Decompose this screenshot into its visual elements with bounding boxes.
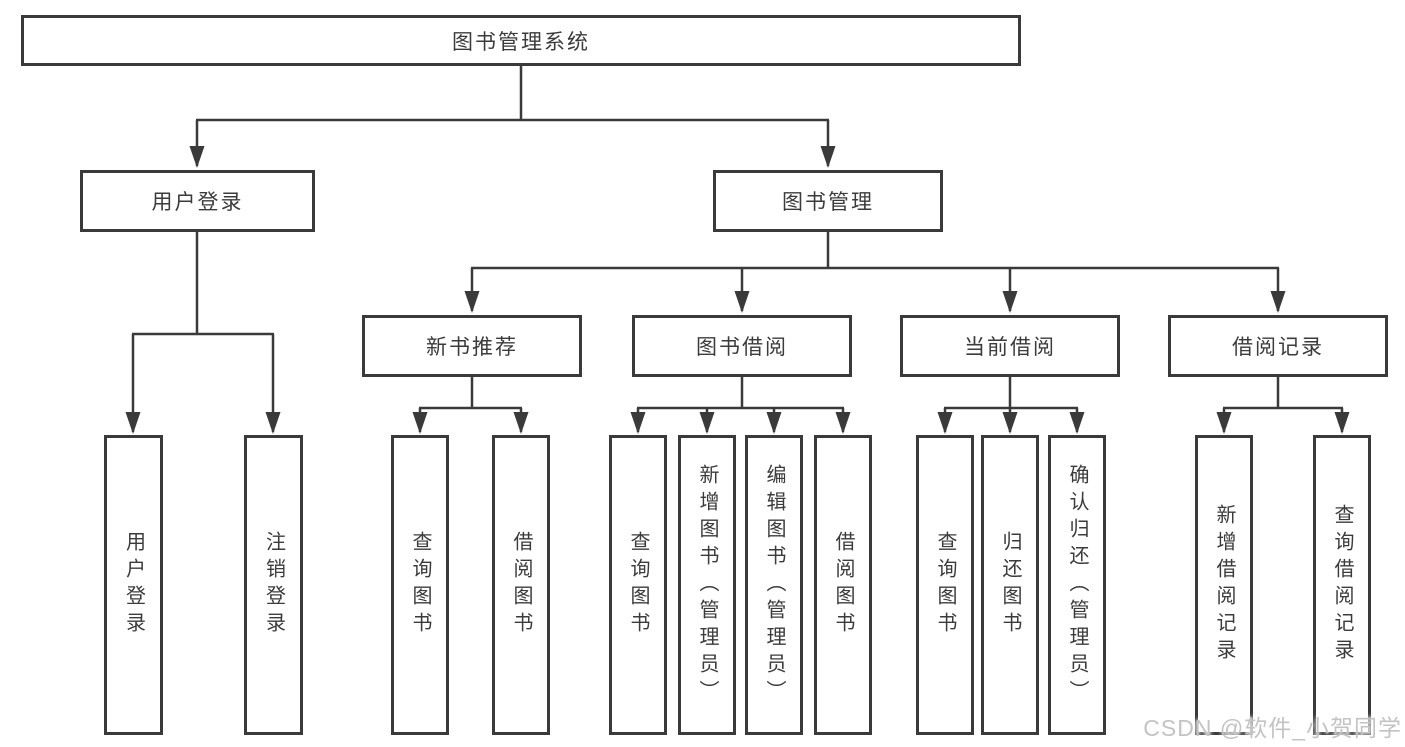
node-leaf-query-books-borrowing: 查询图书 xyxy=(609,435,667,735)
node-leaf-edit-book-admin: 编辑图书（管理员） xyxy=(745,435,803,735)
node-leaf-query-borrow-record: 查询借阅记录 xyxy=(1313,435,1371,735)
node-leaf-add-borrow-record: 新增借阅记录 xyxy=(1195,435,1253,735)
node-module-current-borrowing: 当前借阅 xyxy=(900,315,1120,377)
node-module-borrowing-records: 借阅记录 xyxy=(1168,315,1388,377)
node-leaf-confirm-return-admin: 确认归还（管理员） xyxy=(1048,435,1106,735)
node-leaf-user-login: 用户登录 xyxy=(104,435,163,735)
node-module-book-borrowing: 图书借阅 xyxy=(632,315,852,377)
node-leaf-return-books: 归还图书 xyxy=(981,435,1039,735)
node-leaf-borrow-books-borrowing: 借阅图书 xyxy=(814,435,872,735)
node-leaf-borrow-books-recommend: 借阅图书 xyxy=(492,435,550,735)
node-branch-book-management: 图书管理 xyxy=(713,170,943,232)
node-leaf-logout: 注销登录 xyxy=(244,435,303,735)
node-root-system: 图书管理系统 xyxy=(21,15,1021,66)
node-leaf-add-book-admin: 新增图书（管理员） xyxy=(678,435,736,735)
node-leaf-query-books-recommend: 查询图书 xyxy=(391,435,449,735)
node-module-new-book-recommend: 新书推荐 xyxy=(362,315,582,377)
csdn-watermark: CSDN @软件_小贺同学 xyxy=(1143,715,1402,741)
node-leaf-query-books-current: 查询图书 xyxy=(916,435,974,735)
node-branch-user-login: 用户登录 xyxy=(80,170,315,232)
